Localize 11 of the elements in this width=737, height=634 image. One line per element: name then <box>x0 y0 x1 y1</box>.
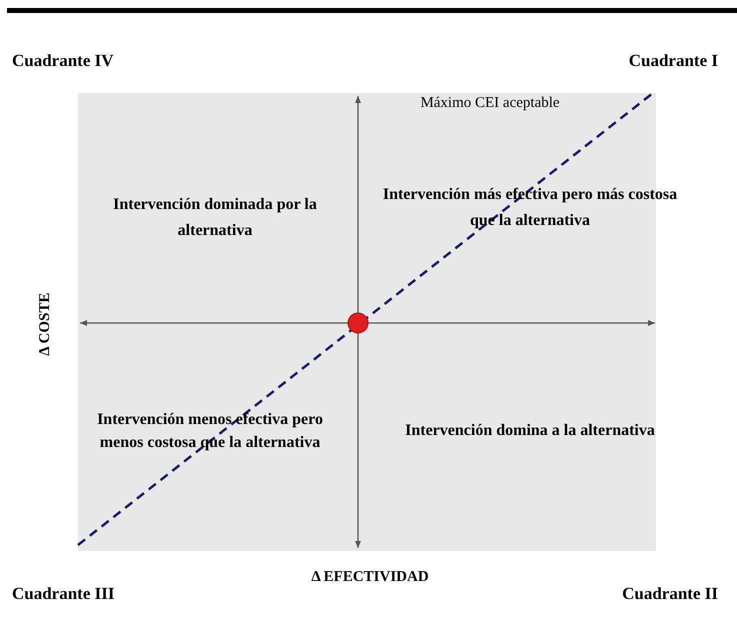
quadrant-description: Intervención más efectiva pero más costosa que la alternativa <box>382 185 678 231</box>
axis-label: Δ EFECTIVIDAD <box>310 568 430 587</box>
quadrant-description: Intervención dominada por la alternativa <box>112 195 318 241</box>
quadrant-title: Cuadrante IV <box>12 50 114 72</box>
quadrant-title: Cuadrante II <box>622 583 718 605</box>
quadrant-description: Intervención domina a la alternativa <box>404 421 656 441</box>
axis-label: Δ COSTE <box>36 292 54 358</box>
quadrant-description: Intervención menos efectiva pero menos costosa que la alternativa <box>96 410 324 453</box>
quadrant-title: Cuadrante III <box>12 583 114 605</box>
threshold-label: Máximo CEI aceptable <box>419 94 561 113</box>
quadrant-title: Cuadrante I <box>628 50 718 72</box>
